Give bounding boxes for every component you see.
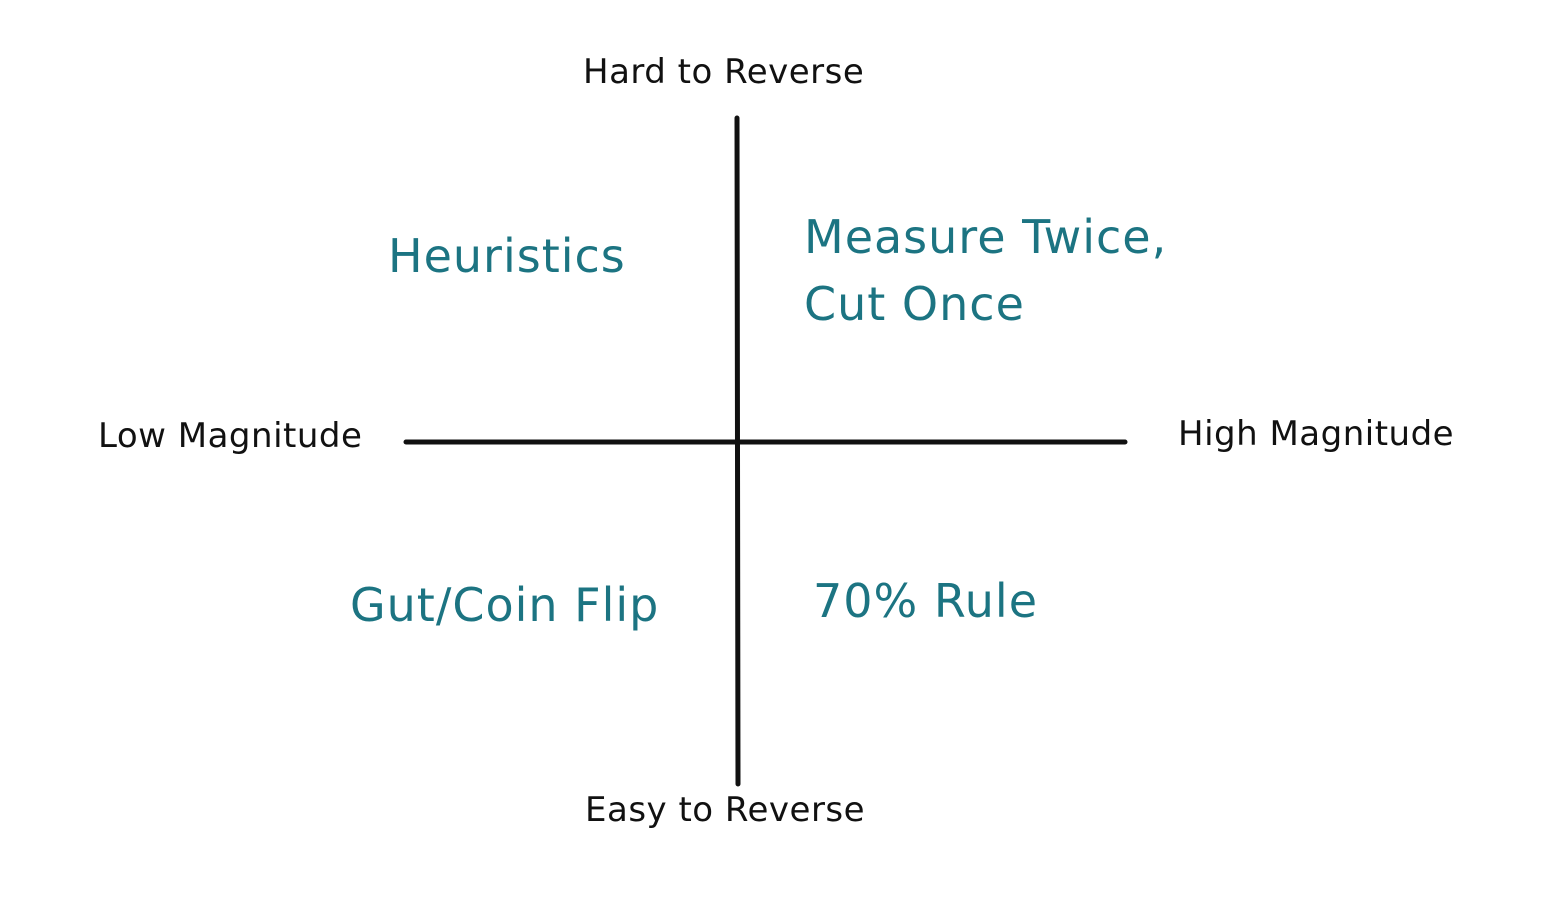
quadrant-top-right-line-1: Measure Twice, xyxy=(804,210,1168,264)
quadrant-top-right-line-2: Cut Once xyxy=(804,276,1025,331)
axis-label-top: Hard to Reverse xyxy=(583,52,865,92)
quadrant-bottom-left: Gut/Coin Flip xyxy=(350,572,659,639)
quadrant-top-left: Heuristics xyxy=(388,223,626,290)
quadrant-bottom-right-line: 70% Rule xyxy=(813,574,1038,628)
quadrant-bottom-left-line: Gut/Coin Flip xyxy=(350,578,660,632)
quadrant-top-left-line: Heuristics xyxy=(388,229,626,283)
axis-label-left: Low Magnitude xyxy=(98,416,363,456)
axis-label-right: High Magnitude xyxy=(1178,414,1455,454)
vertical-axis xyxy=(734,115,741,787)
quadrant-top-right: Measure Twice, Cut Once xyxy=(804,204,1167,337)
quadrant-bottom-right: 70% Rule xyxy=(813,568,1038,635)
axis-label-bottom: Easy to Reverse xyxy=(585,790,866,830)
